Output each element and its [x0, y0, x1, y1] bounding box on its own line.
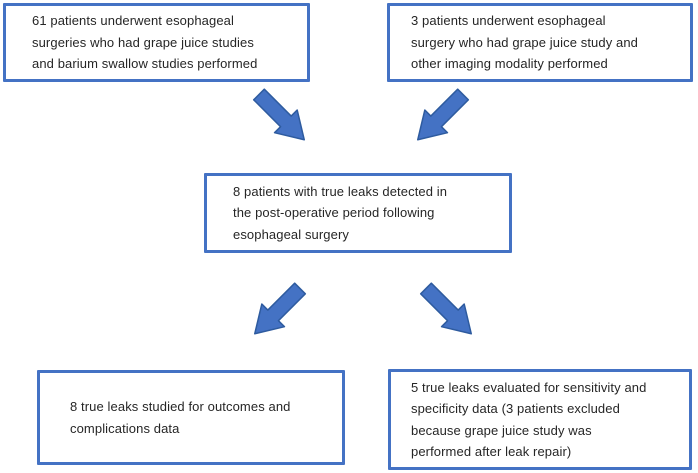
flowchart-box-outcomes-complications: 8 true leaks studied for outcomes and co…: [37, 370, 345, 465]
box-text: 8 true leaks studied for outcomes and co…: [70, 399, 291, 436]
box-text: 61 patients underwent esophageal surgeri…: [32, 13, 258, 72]
flowchart-box-sensitivity-specificity: 5 true leaks evaluated for sensitivity a…: [388, 369, 692, 470]
flowchart-box-true-leaks-detected: 8 patients with true leaks detected in t…: [204, 173, 512, 253]
flowchart-box-grape-juice-other-imaging-cohort: 3 patients underwent esophageal surgery …: [387, 3, 693, 82]
box-text: 3 patients underwent esophageal surgery …: [411, 13, 639, 72]
flowchart-box-grape-juice-barium-cohort: 61 patients underwent esophageal surgeri…: [3, 3, 310, 82]
arrow-down-right-icon: [419, 282, 473, 335]
box-text: 5 true leaks evaluated for sensitivity a…: [411, 379, 647, 460]
arrow-down-left-icon: [253, 282, 307, 335]
arrow-down-right-icon: [252, 88, 306, 141]
arrow-down-left-icon: [416, 88, 470, 141]
box-text: 8 patients with true leaks detected in t…: [233, 183, 448, 242]
